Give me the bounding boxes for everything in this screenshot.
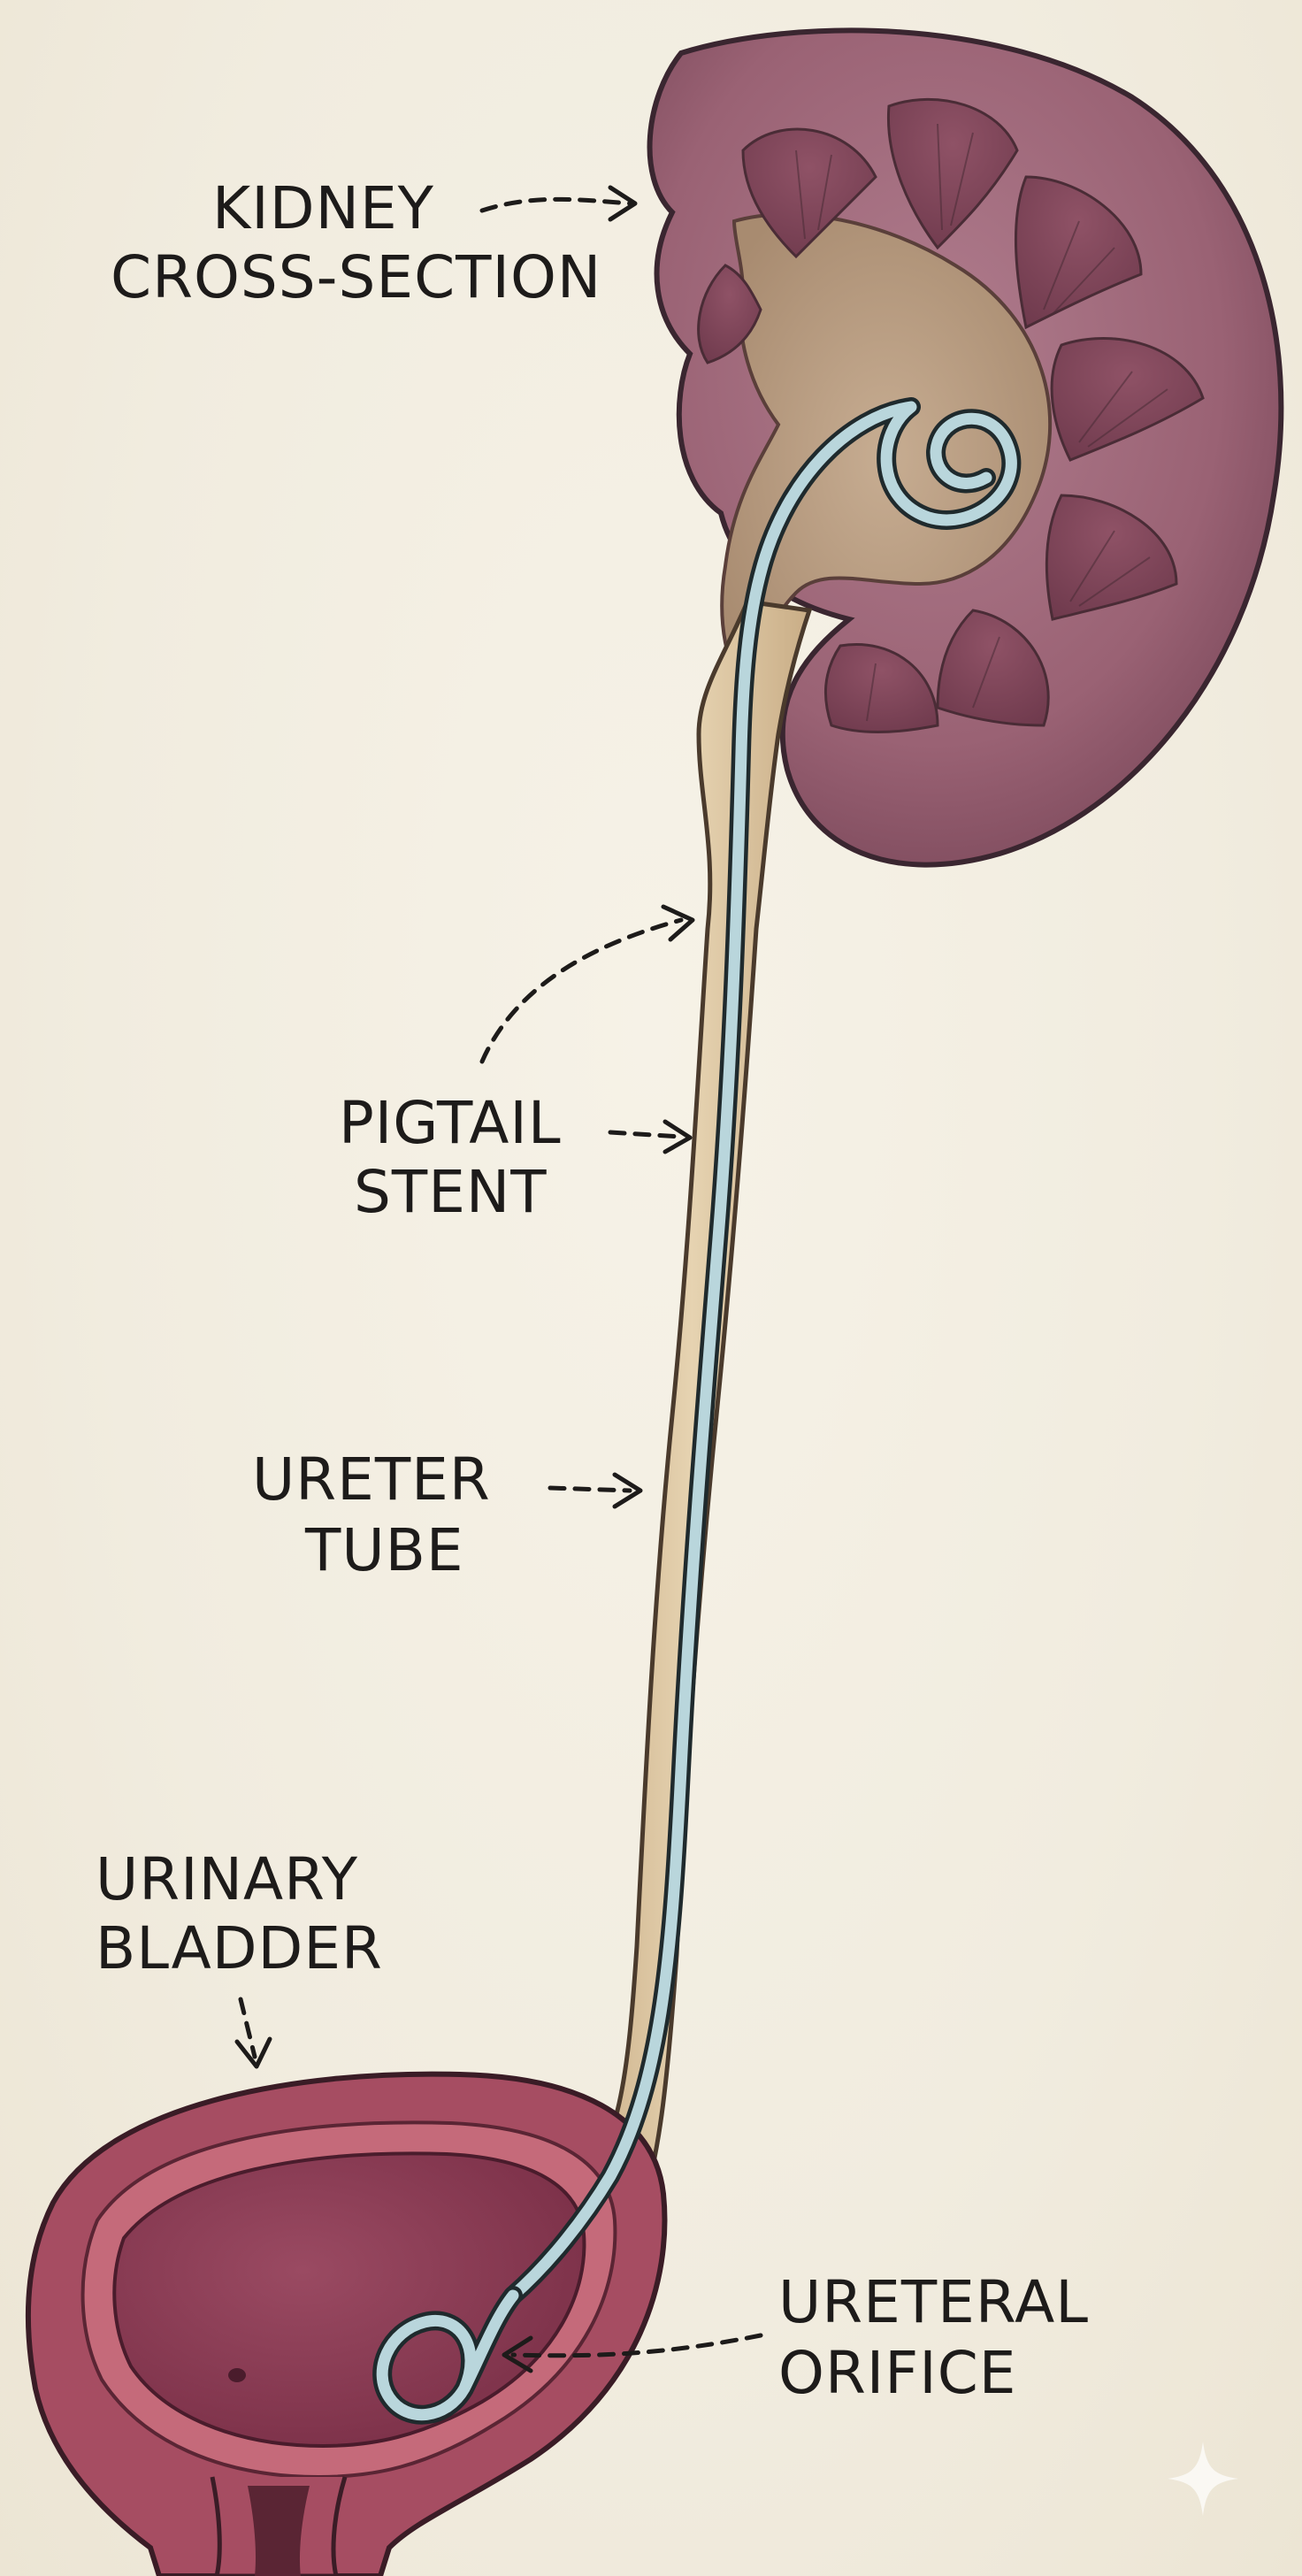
contralateral-orifice [228, 2368, 246, 2382]
renal-pyramids [697, 97, 1205, 733]
label-kidney-line2: CROSS-SECTION [111, 243, 601, 311]
label-urinary-bladder: URINARY BLADDER [96, 1845, 383, 2069]
urinary-bladder [25, 2071, 668, 2576]
label-kidney: KIDNEY CROSS-SECTION [111, 174, 638, 311]
label-orifice-line2: ORIFICE [778, 2339, 1017, 2407]
orifice-arrowhead [502, 2335, 533, 2373]
label-stent-line2: STENT [354, 1158, 548, 1226]
stent-upper-leader-line [479, 917, 684, 1064]
label-orifice-line1: URETERAL [778, 2268, 1089, 2336]
label-ureter-tube: URETER TUBE [252, 1445, 643, 1584]
ureter-leader-line [548, 1485, 632, 1493]
stent-upper-arrowhead [661, 904, 695, 942]
stent-lower-arrowhead [662, 1119, 693, 1154]
label-kidney-line1: KIDNEY [212, 174, 434, 242]
label-ureter-line1: URETER [252, 1445, 491, 1514]
bladder-arrowhead [234, 2036, 272, 2069]
label-bladder-line1: URINARY [96, 1845, 358, 1913]
bladder-leader-line [238, 1997, 257, 2059]
label-ureteral-orifice: URETERAL ORIFICE [502, 2268, 1089, 2407]
pigtail-stent [372, 397, 1022, 2425]
label-pigtail-stent: PIGTAIL STENT [339, 904, 695, 1226]
sparkle-icon [1168, 2442, 1238, 2516]
orifice-leader-line [510, 2333, 763, 2358]
kidney-arrowhead [608, 185, 638, 222]
label-bladder-line2: BLADDER [96, 1914, 383, 1982]
stent-lower-leader-line [608, 1130, 684, 1139]
label-ureter-line2: TUBE [304, 1516, 464, 1584]
ureter-tube [571, 599, 813, 2224]
ureter-arrowhead [612, 1472, 643, 1509]
kidney-leader-line [479, 196, 632, 213]
label-stent-line1: PIGTAIL [339, 1089, 562, 1157]
